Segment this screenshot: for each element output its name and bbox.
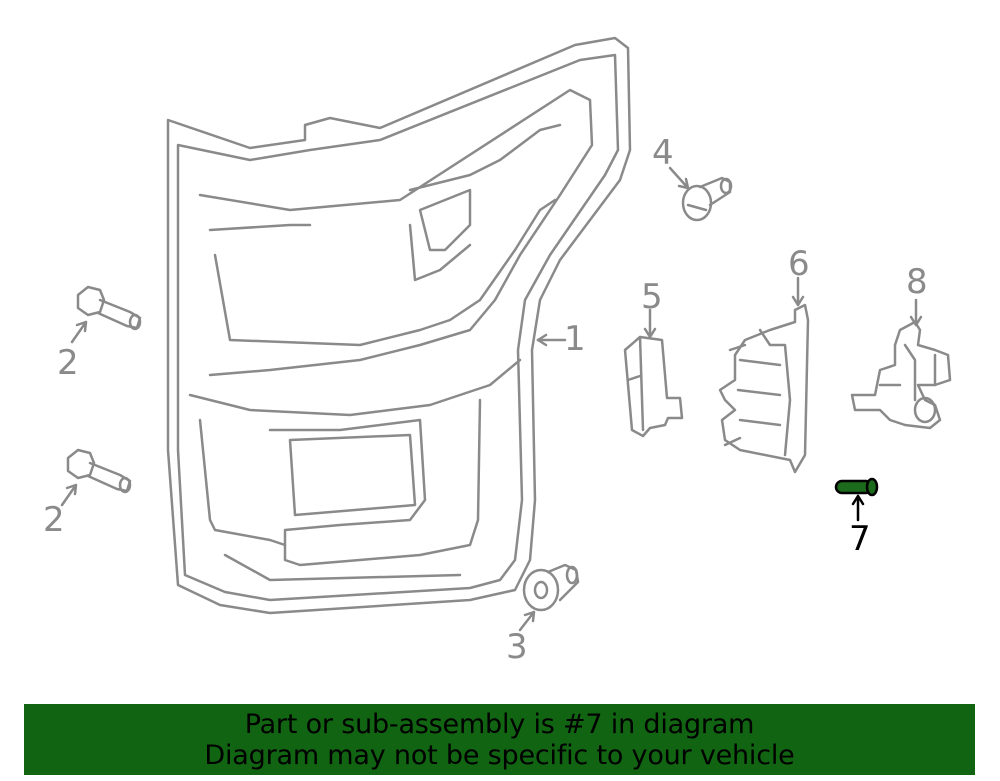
- connector-socket[interactable]: [850, 320, 952, 430]
- bulb-socket-bracket[interactable]: [718, 303, 810, 474]
- callout-2-upper: 2: [57, 343, 79, 383]
- callout-2-lower: 2: [43, 500, 65, 540]
- nut[interactable]: [681, 176, 733, 222]
- part-info-banner: Part or sub-assembly is #7 in diagram Di…: [24, 704, 975, 775]
- module[interactable]: [623, 335, 684, 438]
- banner-line-2: Diagram may not be specific to your vehi…: [204, 739, 795, 771]
- callout-4: 4: [652, 133, 674, 173]
- callout-6: 6: [788, 244, 810, 284]
- callout-1: 1: [564, 319, 586, 359]
- grommet[interactable]: [522, 563, 580, 612]
- callout-5: 5: [641, 277, 663, 317]
- callout-8: 8: [906, 262, 928, 302]
- tail-lamp-assembly[interactable]: [166, 36, 632, 615]
- bolt-lower[interactable]: [66, 448, 132, 494]
- callout-3: 3: [506, 627, 528, 667]
- pin-part-7[interactable]: [834, 477, 879, 497]
- parts-diagram: [60, 36, 952, 632]
- callout-7: 7: [849, 519, 871, 559]
- bolt-upper[interactable]: [76, 285, 142, 331]
- banner-line-1: Part or sub-assembly is #7 in diagram: [244, 708, 755, 740]
